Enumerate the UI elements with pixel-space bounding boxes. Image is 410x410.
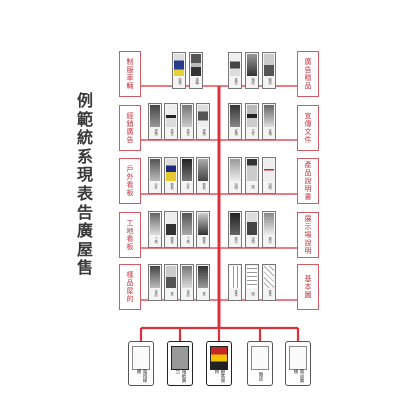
left-label-2: 經銷廣告 [119, 105, 141, 151]
thumbnail-site-3: 工地 [180, 211, 194, 248]
right-label-1: 廣告贈品 [297, 51, 319, 97]
title-char: 告 [76, 202, 93, 222]
title-char: 售 [76, 258, 93, 278]
thumbnail-leaflet-2: 文件 [245, 103, 259, 140]
thumbnail-brochure-3: 說明 [262, 157, 276, 194]
thumbnail-model-4: 屋 [196, 264, 210, 301]
media-device-newspaper: 報紙廣告 [167, 341, 193, 386]
thumbnail-plan-1: 基本 [228, 264, 242, 301]
title-char: 系 [76, 146, 93, 166]
left-label-5: 樣品屋的 [119, 264, 141, 310]
thumbnail-showroom-3: 展示 [262, 211, 276, 248]
thumbnail-leaflet-1: 宣傳 [228, 103, 242, 140]
thumbnail-dealer-4: 經銷 [196, 103, 210, 140]
media-device-radio: 電台廣播 [285, 341, 311, 386]
thumbnail-brochure-2: 圖 [245, 157, 259, 194]
thumbnail-plan-2: 圖 [245, 264, 259, 301]
thumbnail-site-2: 看板 [164, 211, 178, 248]
thumbnail-dealer-3: 廣告 [180, 103, 194, 140]
thumbnail-model-2: 屋 [164, 264, 178, 301]
thumbnail-brochure-1: 說明 [228, 157, 242, 194]
thumbnail-model-1: 樣品 [148, 264, 162, 301]
thumbnail-outdoor-2: 看板 [164, 157, 178, 194]
diagram-title: 例 範 統 系 現 表 告 廣 屋 售 [73, 91, 97, 278]
thumbnail-site-1: 工地 [148, 211, 162, 248]
left-label-4: 工地看板 [119, 212, 141, 258]
thumbnail-gift-2: 贈品 [245, 52, 259, 89]
media-device-tv: 電視媒體 [128, 341, 154, 386]
thumbnail-gift-3: 贈品 [262, 52, 276, 89]
thumbnail-model-3: 樣品 [180, 264, 194, 301]
title-char: 現 [76, 165, 93, 185]
right-label-5: 基本圖 [297, 264, 319, 310]
thumbnail-outdoor-1: 戶外 [148, 157, 162, 194]
left-label-3: 戶外看板 [119, 158, 141, 204]
right-label-4: 展示場說明 [297, 212, 319, 258]
thumbnail-vehicle: 車輛 [189, 52, 203, 89]
media-device-customer-service: 顧客服務 [206, 341, 232, 386]
title-char: 範 [76, 109, 93, 129]
title-char: 表 [76, 183, 93, 203]
thumbnail-dealer-2: 廣告 [164, 103, 178, 140]
thumbnail-dealer-1: 經銷 [148, 103, 162, 140]
thumbnail-outdoor-3: 戶外 [180, 157, 194, 194]
thumbnail-showroom-1: 展示 [228, 211, 242, 248]
thumbnail-outdoor-4: 看板 [196, 157, 210, 194]
thumbnail-leaflet-3: 宣傳 [262, 103, 276, 140]
title-char: 例 [76, 91, 93, 110]
title-char: 統 [76, 128, 93, 148]
left-label-1: 制服車輛 [119, 51, 141, 97]
right-label-3: 產品說明書 [297, 158, 319, 204]
title-char: 廣 [76, 221, 93, 241]
thumbnail-plan-3: 基本 [262, 264, 276, 301]
thumbnail-showroom-2: 說明 [245, 211, 259, 248]
media-device-magazine: 雜誌 [247, 341, 273, 386]
right-label-2: 宣傳文件 [297, 105, 319, 151]
thumbnail-uniform: 制服 [172, 52, 186, 89]
thumbnail-site-4: 看板 [196, 211, 210, 248]
thumbnail-gift-1: 廣告 [228, 52, 242, 89]
title-char: 屋 [76, 239, 93, 259]
